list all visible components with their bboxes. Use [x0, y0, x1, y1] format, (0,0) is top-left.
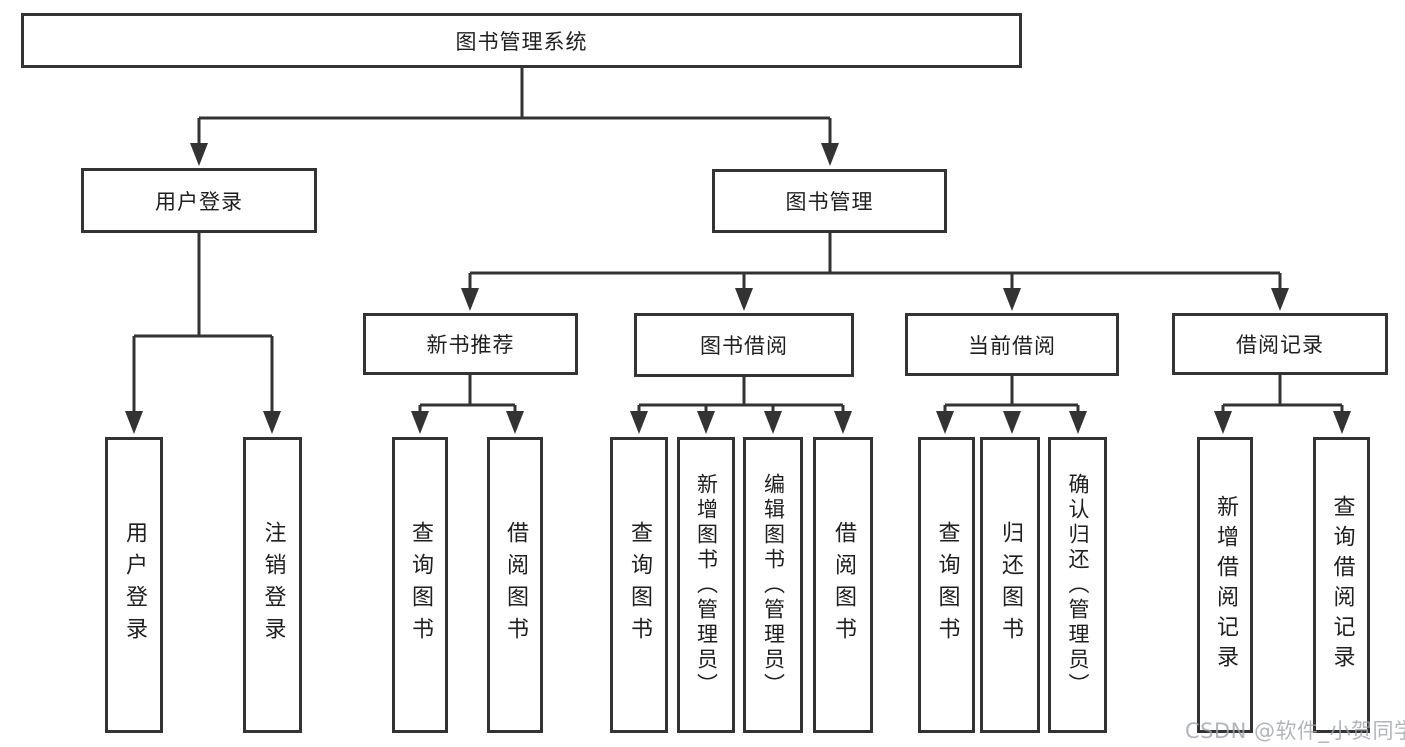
node-borrowing-records: 借阅记录	[1172, 313, 1388, 375]
node-book-management-branch: 图书管理	[712, 169, 947, 233]
leaf-borrow-books-1: 借阅图书	[487, 437, 543, 733]
leaf-query-books-2: 查询图书	[610, 437, 668, 733]
csdn-watermark: CSDN @软件_小贺同学	[1185, 719, 1405, 743]
leaf-borrow-books-2: 借阅图书	[813, 437, 873, 733]
leaf-return-books: 归还图书	[980, 437, 1040, 733]
leaf-add-books-admin: 新增图书（管理员）	[677, 437, 735, 733]
leaf-logout: 注销登录	[243, 437, 302, 733]
arrowheads	[125, 143, 1351, 434]
node-current-borrowing: 当前借阅	[905, 313, 1119, 376]
leaf-query-borrow-record: 查询借阅记录	[1313, 437, 1370, 733]
leaf-confirm-return-admin: 确认归还（管理员）	[1048, 437, 1107, 733]
leaf-add-borrow-record: 新增借阅记录	[1197, 437, 1253, 733]
leaf-query-books-1: 查询图书	[392, 437, 448, 733]
leaf-user-login: 用户登录	[105, 437, 163, 733]
leaf-query-books-3: 查询图书	[918, 437, 975, 733]
node-user-login-branch: 用户登录	[81, 168, 317, 233]
node-new-book-recommendation: 新书推荐	[363, 313, 578, 375]
node-book-borrowing: 图书借阅	[634, 313, 854, 377]
node-library-management-system: 图书管理系统	[21, 13, 1022, 68]
leaf-edit-books-admin: 编辑图书（管理员）	[743, 437, 803, 733]
